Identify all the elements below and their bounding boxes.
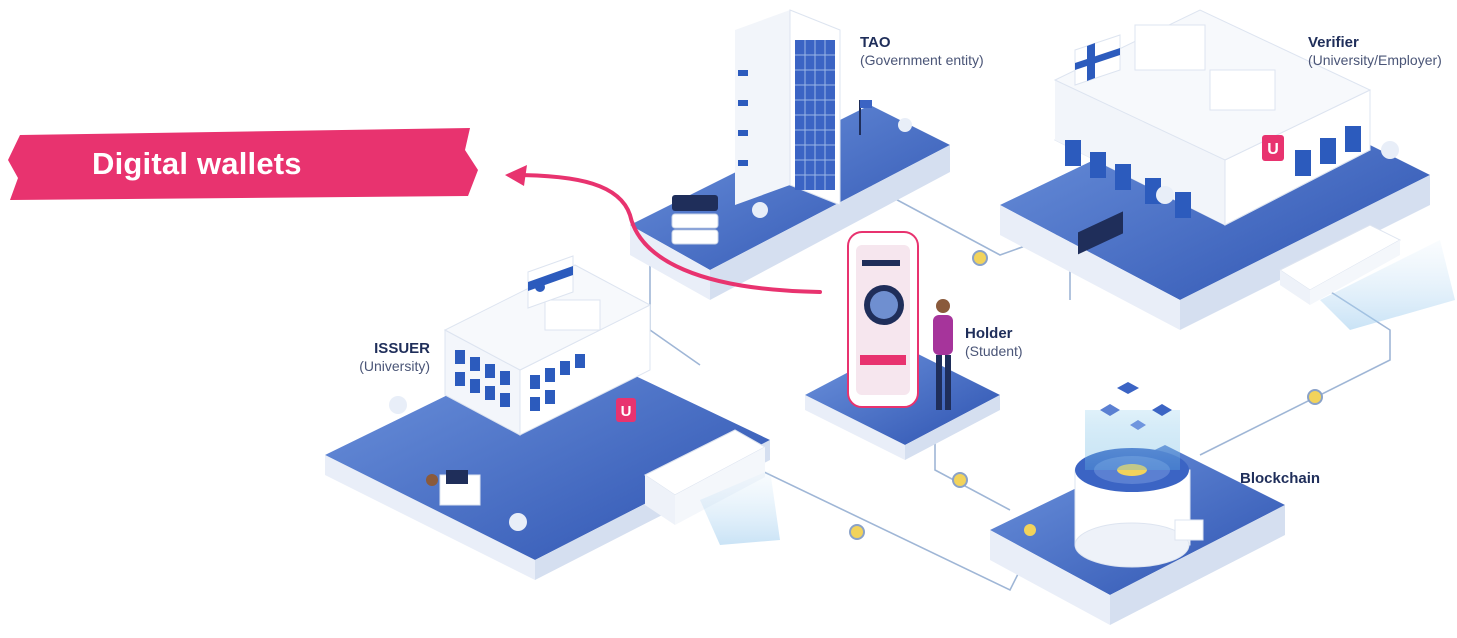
holder-label: Holder (Student) [965, 325, 1023, 360]
holder-platform [805, 231, 1000, 460]
line-issuer-blockchain [759, 469, 1021, 592]
holder-subtitle: (Student) [965, 343, 1023, 359]
server-stack-icon [671, 195, 719, 245]
coin-icon [972, 250, 988, 266]
verifier-building: U [1053, 9, 1372, 226]
finland-flag-icon [1074, 34, 1121, 86]
university-logo-icon [616, 398, 636, 422]
tao-label: TAO (Government entity) [860, 34, 984, 69]
student-figure [933, 299, 953, 410]
issuer-building: U [443, 264, 652, 436]
tao-building [735, 9, 841, 206]
coin-icon [952, 472, 968, 488]
issuer-flag-icon [527, 255, 574, 309]
verifier-title: Verifier [1308, 34, 1359, 51]
callout-text: Digital wallets [92, 146, 302, 181]
svg-text:U: U [621, 403, 632, 420]
verifier-label: Verifier (University/Employer) [1308, 34, 1442, 69]
digital-wallets-arrow [510, 173, 822, 294]
blockchain-label: Blockchain [1240, 470, 1320, 488]
issuer-platform: U [325, 255, 780, 580]
clerk-at-desk [426, 470, 481, 506]
phone-wallet-icon [847, 231, 919, 408]
verifier-subtitle: (University/Employer) [1308, 52, 1442, 68]
gateway-box [644, 429, 767, 525]
callout-banner [8, 128, 478, 200]
issuer-subtitle: (University) [359, 358, 430, 374]
issuer-title: ISSUER [374, 340, 430, 357]
token-coins [849, 250, 1323, 540]
floating-blocks-icon [1100, 382, 1172, 430]
svg-text:U: U [1267, 141, 1279, 158]
tao-platform [630, 9, 950, 300]
blockchain-platform [990, 382, 1285, 625]
line-holder-blockchain [934, 430, 1011, 511]
tao-subtitle: (Government entity) [860, 52, 984, 68]
coin-icon [1307, 389, 1323, 405]
blockchain-title: Blockchain [1240, 470, 1321, 487]
holder-title: Holder [965, 325, 1013, 342]
blockchain-cylinder [1074, 410, 1191, 568]
gateway-box [1279, 224, 1402, 305]
arrowhead-icon [505, 165, 527, 186]
issuer-label: ISSUER (University) [355, 340, 430, 375]
tao-title: TAO [860, 34, 891, 51]
coin-icon [849, 524, 865, 540]
university-logo-icon [1262, 135, 1284, 161]
verifier-platform: U [1000, 9, 1455, 330]
